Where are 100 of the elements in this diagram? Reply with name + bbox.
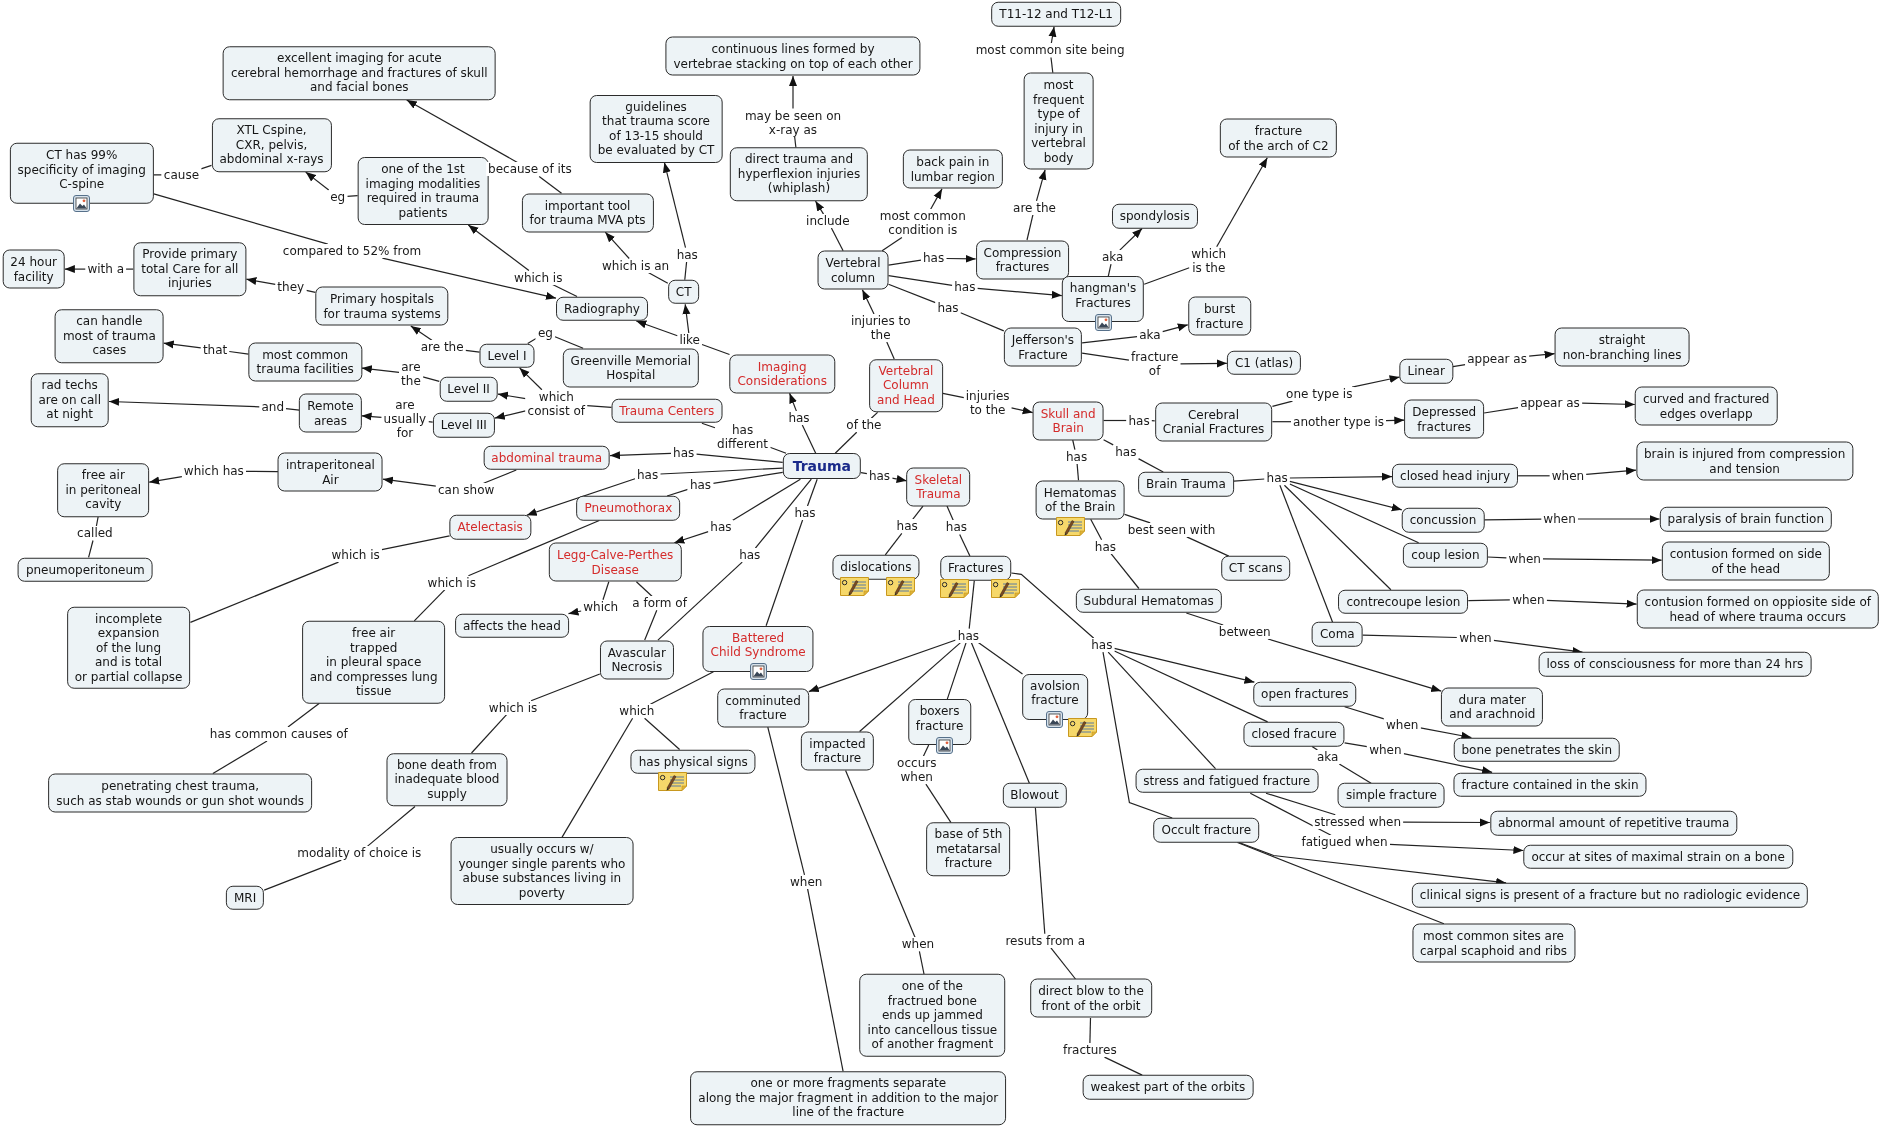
link-phrase: which [581,599,621,614]
connector-line [1362,634,1458,639]
link-phrase: include [804,214,852,229]
concept-box: fracture contained in the skin [1453,772,1647,797]
connector-line [538,175,563,194]
arrow [1010,406,1034,415]
connector-line [263,859,342,891]
concept-box: rad techs are on call at night [30,373,109,427]
connector-line [1344,742,1368,748]
concept-box: continuous lines formed by vertebrae stacking on top of each other [665,36,921,76]
link-phrase: when [1367,742,1404,757]
connector-line [1034,807,1046,935]
connector-line [245,470,279,473]
concept-box: Jefferson's Fracture [1003,327,1083,367]
link-phrase: when [1549,468,1587,483]
arrow [163,340,202,349]
connector-line [1076,463,1080,481]
connector-line [942,392,965,399]
connector-line [845,769,916,938]
connector-line [870,411,879,419]
concept-box: Trauma [782,453,862,480]
concept-box: incomplete expansion of the lung and is total or partial collapse [66,606,191,689]
connector-line [1110,553,1140,590]
concept-box: Compression fractures [975,240,1070,279]
connector-line [968,580,975,630]
concept-box: Provide primary total Care for all injuries [133,242,247,296]
connector-line [1279,484,1334,623]
concept-box: Linear [1399,359,1453,384]
connector-line [1487,556,1508,559]
concept-box: Occult fracture [1153,818,1260,843]
connector-line [530,673,601,702]
connector-line [1050,947,1077,980]
concept-box: bone penetrates the skin [1453,737,1620,762]
connector-line [684,261,688,281]
connector-line [561,717,634,838]
connector-line [470,714,508,754]
connector-line [834,431,858,454]
arrow [382,476,437,487]
connector-line [1271,400,1294,407]
link-phrase: one type is [1284,387,1355,402]
connector-line [1081,352,1130,361]
concept-box: fracture of the arch of C2 [1220,118,1337,158]
concept-box: CT [667,279,700,305]
link-phrase: has [1113,444,1139,459]
concept-box: Imaging Considerations [729,354,835,394]
arrow [1048,26,1057,45]
concept-box: pneumoperitoneum [17,557,153,582]
link-phrase: when [1383,717,1421,732]
connector-line [465,349,481,353]
concept-box: simple fracture [1337,783,1445,808]
concept-box: most frequent type of injury in vertebral body [1023,72,1094,170]
arrow [1351,375,1401,388]
concept-box: MRI [226,885,265,910]
arrow [1289,480,1403,512]
concept-box: can handle most of trauma cases [54,309,164,364]
connector-line [228,350,250,355]
connector-line [769,446,787,454]
link-phrase: because of its [486,162,574,177]
link-phrase: aka [1314,749,1341,764]
concept-box: weakest part of the orbits [1082,1075,1254,1100]
connector-line [200,164,213,170]
connector-line [731,478,801,522]
link-phrase: they [275,280,307,295]
connector-line [970,642,1030,784]
connector-line [1089,1017,1092,1044]
arrow [682,303,691,334]
arrow [467,224,530,272]
concept-box: important tool for trauma MVA pts [521,193,654,233]
arrow [861,289,875,315]
arrow [1385,416,1405,425]
connector-line [1026,214,1034,241]
concept-box: Skull and Brain [1032,401,1104,441]
concept-box: comminuted fracture [717,688,809,728]
concept-box: Vertebral column [817,250,889,290]
connector-line [125,268,134,270]
connector-line [305,289,316,293]
concept-box: free air trapped in pleural space and compresses lung tissue [301,620,446,704]
concept-box: Remote areas [299,393,362,433]
concept-box: contusion formed on oppiosite side of head of where trauma occurs [1636,589,1880,629]
arrow [1585,467,1637,475]
concept-box: closed fracure [1243,721,1345,747]
link-phrase: modality of choice is [295,846,424,861]
concept-box: hangman's Fractures [1061,276,1145,323]
connector-line [1186,536,1230,557]
concept-box: one or more fragments separate along the major fragment in addition to the major line of the fracture [690,1071,1007,1125]
arrow [1546,599,1638,608]
connector-line [1072,439,1076,451]
connector-line [807,888,844,1072]
concept-box: C1 (atlas) [1226,350,1302,376]
connector-line [1090,518,1103,541]
concept-box: Skeletal Trauma [906,467,971,507]
concept-box: Atelectasis [449,515,531,540]
connector-line [977,642,1024,675]
link-phrase: another type is [1291,414,1386,429]
concept-box: T11-12 and T12-L1 [991,2,1121,27]
connector-line [922,744,930,757]
connector-line [1010,572,1095,639]
concept-box: Subdural Hematomas [1075,588,1222,613]
arrow [976,287,1063,299]
arrow [929,188,943,211]
